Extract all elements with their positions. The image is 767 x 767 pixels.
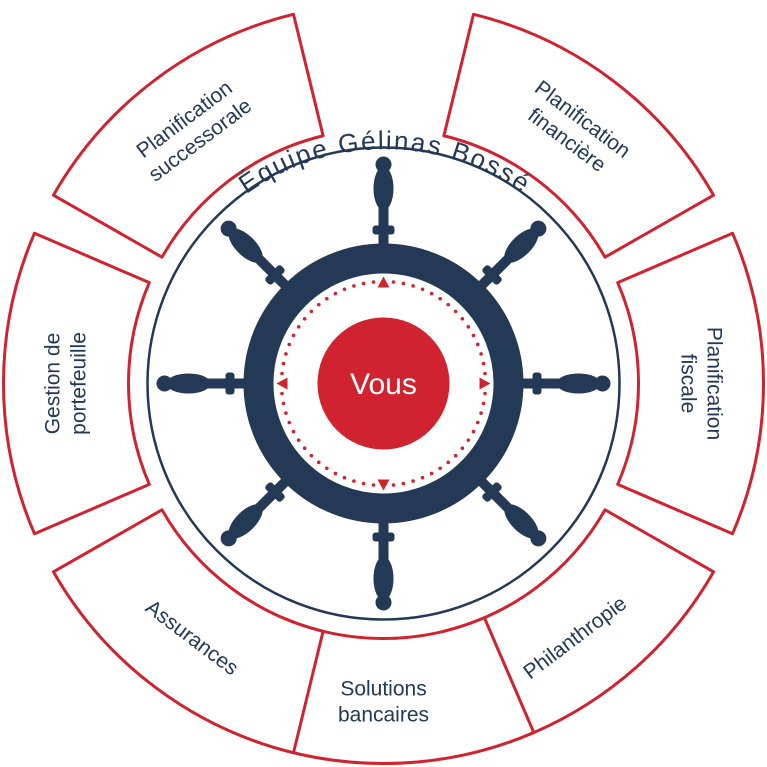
- segment-label-line: Gestion de: [42, 333, 65, 435]
- segment-label: Solutions bancaires: [338, 678, 429, 727]
- segment-label-line: Planification: [703, 327, 726, 440]
- segment-label-line: bancaires: [338, 704, 429, 727]
- segment-shape: [2, 231, 151, 536]
- direction-markers: [276, 276, 491, 491]
- segment-shape: [51, 508, 325, 755]
- segment-shape: [442, 12, 716, 259]
- segment-shape: [616, 231, 765, 536]
- segment-label: Planificationfiscale: [677, 327, 726, 440]
- segment-shape: [51, 12, 325, 259]
- center-circle: [317, 317, 450, 450]
- team-ring: [146, 146, 621, 621]
- wheel-spoke: [372, 156, 395, 264]
- segment-planification-successorale: Planificationsuccessorale: [51, 12, 325, 259]
- service-segments: PlanificationfinancièrePlanificationfisc…: [2, 12, 765, 765]
- wheel-spoke: [372, 503, 395, 611]
- segment-planification-financiere: Planificationfinancière: [442, 12, 716, 259]
- center-label: Vous: [350, 368, 417, 401]
- dotted-ring: [280, 280, 487, 487]
- ship-wheel-icon: [156, 156, 611, 611]
- segment-label-line: Solutions: [340, 678, 426, 701]
- wheel-rim: [243, 243, 524, 524]
- segment-assurances: Assurances: [51, 508, 325, 755]
- segment-label-line: portefeuille: [68, 332, 91, 435]
- segment-planification-fiscale: Planificationfiscale: [616, 231, 765, 536]
- segment-label-line: fiscale: [677, 354, 700, 414]
